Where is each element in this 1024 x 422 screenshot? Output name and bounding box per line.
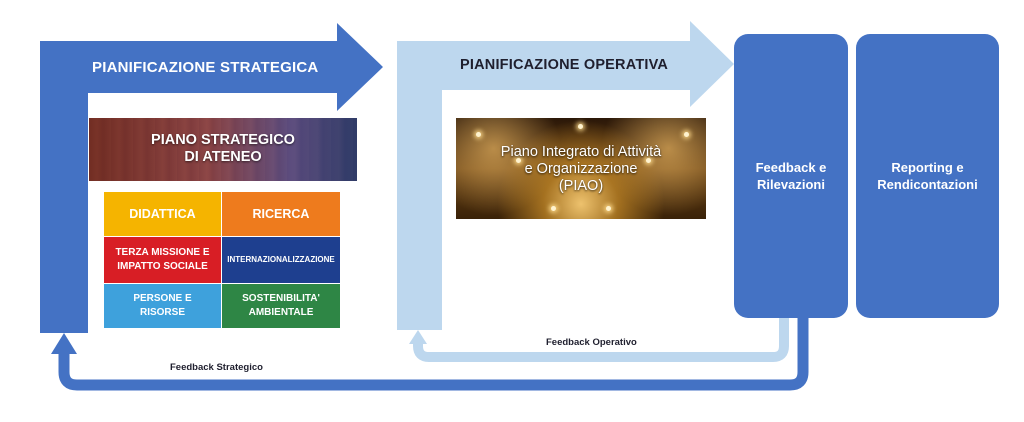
light-dot — [578, 124, 583, 129]
tile-internazionalizzazione-label: INTERNAZIONALIZZAZIONE — [227, 255, 335, 264]
feedback-operativo-arrowhead — [409, 330, 427, 344]
piano-strategico-line2: DI ATENEO — [184, 149, 262, 165]
tile-sostenibilita-line2: AMBIENTALE — [248, 307, 314, 318]
tile-ricerca-label: RICERCA — [252, 207, 310, 221]
light-dot — [516, 158, 521, 163]
tile-internazionalizzazione: INTERNAZIONALIZZAZIONE — [222, 237, 340, 283]
tile-persone-risorse-line2: RISORSE — [139, 307, 185, 318]
tile-ricerca: RICERCA — [222, 192, 340, 236]
reporting-rendicontazioni-box: Reporting e Rendicontazioni — [856, 34, 999, 318]
tile-terza-missione: TERZA MISSIONE E IMPATTO SOCIALE — [104, 237, 221, 283]
pianificazione-strategica-arrow — [40, 23, 383, 333]
feedback-strategico-loop — [58, 318, 809, 391]
piao-line1: Piano Integrato di Attività — [500, 144, 662, 160]
feedback-strategico-arrowhead — [51, 333, 77, 354]
tile-sostenibilita: SOSTENIBILITA' AMBIENTALE — [222, 284, 340, 328]
piao-title: Piano Integrato di Attività e Organizzaz… — [456, 144, 706, 195]
light-dot — [606, 206, 611, 211]
feedback-operativo-loop — [413, 318, 789, 362]
pianificazione-operativa-arrow — [397, 21, 734, 330]
pianificazione-strategica-label: PIANIFICAZIONE STRATEGICA — [92, 59, 319, 76]
feedback-strategico-label: Feedback Strategico — [170, 362, 263, 373]
pianificazione-operativa-label: PIANIFICAZIONE OPERATIVA — [460, 57, 669, 73]
feedback-rilevazioni-line2: Rilevazioni — [757, 177, 825, 192]
piao-banner: Piano Integrato di Attività e Organizzaz… — [456, 118, 706, 219]
light-dot — [551, 206, 556, 211]
tile-didattica-label: DIDATTICA — [129, 207, 196, 221]
piao-line3: (PIAO) — [558, 178, 604, 194]
feedback-rilevazioni-box: Feedback e Rilevazioni — [734, 34, 848, 318]
piao-line2: e Organizzazione — [524, 161, 638, 177]
tile-terza-missione-line1: TERZA MISSIONE E — [115, 247, 210, 258]
tile-sostenibilita-line1: SOSTENIBILITA' — [242, 293, 320, 304]
light-dot — [476, 132, 481, 137]
piano-strategico-title: PIANO STRATEGICO DI ATENEO — [89, 132, 357, 166]
reporting-line2: Rendicontazioni — [877, 177, 978, 192]
tile-terza-missione-line2: IMPATTO SOCIALE — [117, 261, 208, 272]
tile-persone-risorse-line1: PERSONE E — [133, 293, 192, 304]
light-dot — [684, 132, 689, 137]
feedback-operativo-label: Feedback Operativo — [546, 337, 637, 348]
piano-strategico-line1: PIANO STRATEGICO — [151, 132, 295, 148]
tile-persone-risorse: PERSONE E RISORSE — [104, 284, 221, 328]
reporting-line1: Reporting e — [891, 160, 964, 175]
light-dot — [646, 158, 651, 163]
tile-didattica: DIDATTICA — [104, 192, 221, 236]
piano-strategico-banner: PIANO STRATEGICO DI ATENEO — [89, 118, 357, 181]
feedback-rilevazioni-line1: Feedback e — [755, 160, 827, 175]
